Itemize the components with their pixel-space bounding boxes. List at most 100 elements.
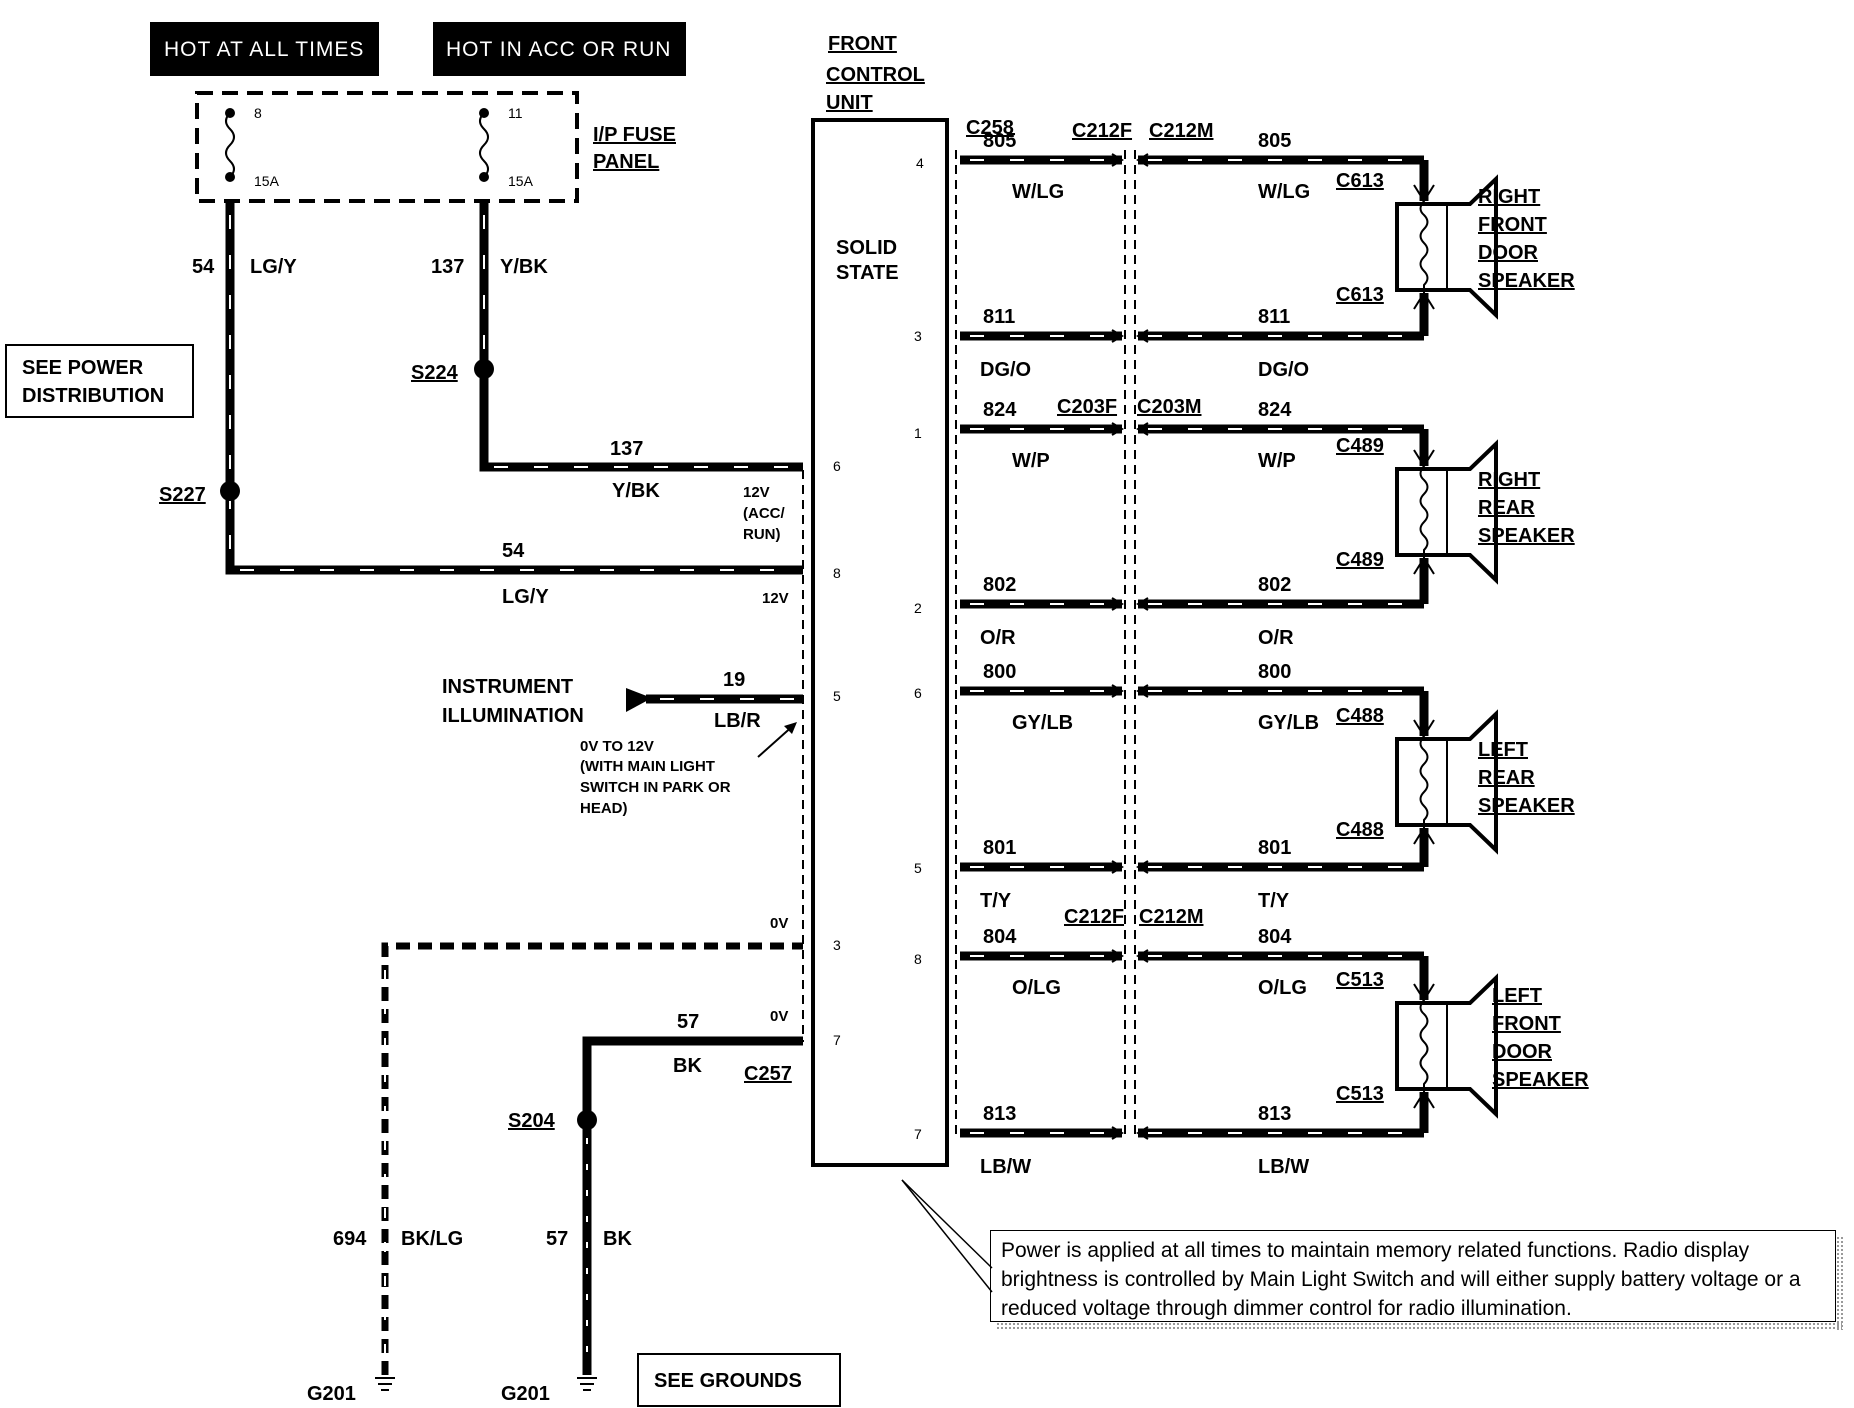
header-hot-in-acc-or-run: HOT IN ACC OR RUN	[433, 22, 686, 76]
speaker-wire-800-number-left: 800	[983, 661, 1016, 683]
speaker-wire-824-chevron-m-icon	[1136, 422, 1149, 436]
speaker-wire-804-chevron-m-icon	[1136, 949, 1149, 963]
speaker-wire-800-number-right: 800	[1258, 661, 1291, 683]
g201-b-label: G201	[501, 1383, 550, 1405]
speaker-3-label-line1: LEFT	[1492, 985, 1542, 1007]
speaker-1-coil-icon	[1419, 465, 1429, 558]
pin-left-7: 7	[833, 1032, 841, 1048]
speaker-wire-805-color-left: W/LG	[1012, 181, 1064, 203]
fuse-b-number: 11	[508, 105, 523, 121]
speaker-wire-805-chevron-f-icon	[1111, 153, 1124, 167]
speaker-wire-824-number-right: 824	[1258, 399, 1292, 421]
note-box: Power is applied at all times to maintai…	[990, 1230, 1836, 1322]
speaker-1-conn-top: C489	[1336, 435, 1384, 457]
pin-right-8: 8	[914, 951, 922, 967]
speaker-wire-824-color-right: W/P	[1258, 450, 1296, 472]
power-wiring: 54 LG/Y 137 Y/BK S224 S227 137 Y/BK 12V …	[159, 201, 803, 608]
speaker-wire-824-color-left: W/P	[1012, 450, 1050, 472]
speaker-0-label-line4: SPEAKER	[1478, 270, 1575, 292]
wire-57-bk	[582, 1036, 803, 1375]
fuse-a-icon	[225, 112, 235, 178]
pin-right-4: 4	[916, 155, 924, 171]
pin-right-6: 6	[914, 685, 922, 701]
speaker-3-magnet-icon	[1395, 1001, 1450, 1091]
speaker-3-conn-top: C513	[1336, 969, 1384, 991]
wire-137-number: 137	[610, 438, 643, 460]
instrument-illumination-line2: ILLUMINATION	[442, 705, 584, 727]
g201-a-label: G201	[307, 1383, 356, 1405]
speaker-wire-813-number-right: 813	[1258, 1103, 1291, 1125]
speaker-wire-813-number-left: 813	[983, 1103, 1016, 1125]
speaker-wire-801-color-left: T/Y	[980, 890, 1012, 912]
fcu-label-line2: CONTROL	[826, 64, 925, 86]
speaker-wire-802-color-right: O/R	[1258, 627, 1294, 649]
pin-right-3: 3	[914, 328, 922, 344]
c212m-a-label: C212M	[1149, 120, 1213, 142]
wire-19-color: LB/R	[714, 710, 761, 732]
speaker-wire-802-chevron-f-icon	[1111, 597, 1124, 611]
wire-137-top-color: Y/BK	[500, 256, 548, 278]
speaker-wire-801-chevron-m-icon	[1136, 860, 1149, 874]
ground-g201-a-icon	[375, 1377, 395, 1391]
speaker-wire-805-number-right: 805	[1258, 130, 1291, 152]
speaker-wire-801-chevron-f-icon	[1111, 860, 1124, 874]
wire-694-number: 694	[333, 1228, 367, 1250]
splice-s224	[474, 359, 494, 379]
speaker-wire-813-chevron-f-icon	[1111, 1126, 1124, 1140]
wire-57b-number: 57	[546, 1228, 568, 1250]
speaker-2-magnet-icon	[1395, 737, 1450, 827]
voltage-0v-a: 0V	[770, 915, 788, 932]
speaker-2-cone-icon	[1448, 709, 1498, 855]
speaker-0-coil-icon	[1419, 200, 1429, 293]
speaker-1-conn-bottom: C489	[1336, 549, 1384, 571]
speaker-wire-804-color-right: O/LG	[1258, 977, 1307, 999]
speaker-wire-824-number-left: 824	[983, 399, 1017, 421]
speaker-0-label-line3: DOOR	[1478, 242, 1539, 264]
header-hot-at-all-times-text: HOT AT ALL TIMES	[164, 38, 364, 61]
speaker-3-label-line3: DOOR	[1492, 1041, 1553, 1063]
speaker-wire-804-number-left: 804	[983, 926, 1017, 948]
speaker-2-coil-icon	[1419, 735, 1429, 828]
speaker-wire-801-number-right: 801	[1258, 837, 1291, 859]
speaker-1-label-line3: SPEAKER	[1478, 525, 1575, 547]
wire-54-top-color: LG/Y	[250, 256, 297, 278]
speaker-0-magnet-icon	[1395, 202, 1450, 292]
fcu-box	[811, 118, 949, 1167]
dimmer-note-line1: 0V TO 12V	[580, 738, 654, 755]
front-control-unit: FRONT CONTROL UNIT SOLID STATE 6 8 5 3 7…	[802, 33, 957, 1167]
speaker-0-label-line2: FRONT	[1478, 214, 1547, 236]
see-power-line1: SEE POWER	[22, 357, 144, 379]
pin-left-3: 3	[833, 937, 841, 953]
speaker-wire-802-number-left: 802	[983, 574, 1016, 596]
wire-54-number: 54	[502, 540, 525, 562]
see-grounds-box: SEE GROUNDS	[637, 1353, 841, 1407]
speaker-wire-811-color-left: DG/O	[980, 359, 1031, 381]
speaker-wire-800-color-left: GY/LB	[1012, 712, 1073, 734]
speaker-wire-804-color-left: O/LG	[1012, 977, 1061, 999]
speaker-wire-811-chevron-f-icon	[1111, 329, 1124, 343]
note-text: Power is applied at all times to maintai…	[1001, 1239, 1801, 1320]
dimmer-note-line2: (WITH MAIN LIGHT	[580, 758, 715, 775]
fuse-b-rating: 15A	[508, 173, 534, 189]
wire-57b-color: BK	[603, 1228, 632, 1250]
speaker-wire-813-chevron-m-icon	[1136, 1126, 1149, 1140]
speaker-3-cone-icon	[1448, 973, 1498, 1119]
wire-694-color: BK/LG	[401, 1228, 463, 1250]
speaker-2-label-line1: LEFT	[1478, 739, 1528, 761]
solid-state-line1: SOLID	[836, 237, 897, 259]
wire-57-number: 57	[677, 1011, 699, 1033]
note-shadow-right	[1836, 1236, 1844, 1330]
speaker-wire-805-chevron-m-icon	[1136, 153, 1149, 167]
pin-right-2: 2	[914, 600, 922, 616]
pin-left-8: 8	[833, 565, 841, 581]
speaker-wire-802-color-left: O/R	[980, 627, 1016, 649]
speaker-wire-811-chevron-m-icon	[1136, 329, 1149, 343]
see-power-line2: DISTRIBUTION	[22, 385, 164, 407]
speaker-wire-805-color-right: W/LG	[1258, 181, 1310, 203]
speaker-wire-801-number-left: 801	[983, 837, 1016, 859]
speaker-wire-801-color-right: T/Y	[1258, 890, 1290, 912]
pin-left-5: 5	[833, 688, 841, 704]
voltage-0v-b: 0V	[770, 1008, 788, 1025]
speaker-0-conn-top: C613	[1336, 170, 1384, 192]
